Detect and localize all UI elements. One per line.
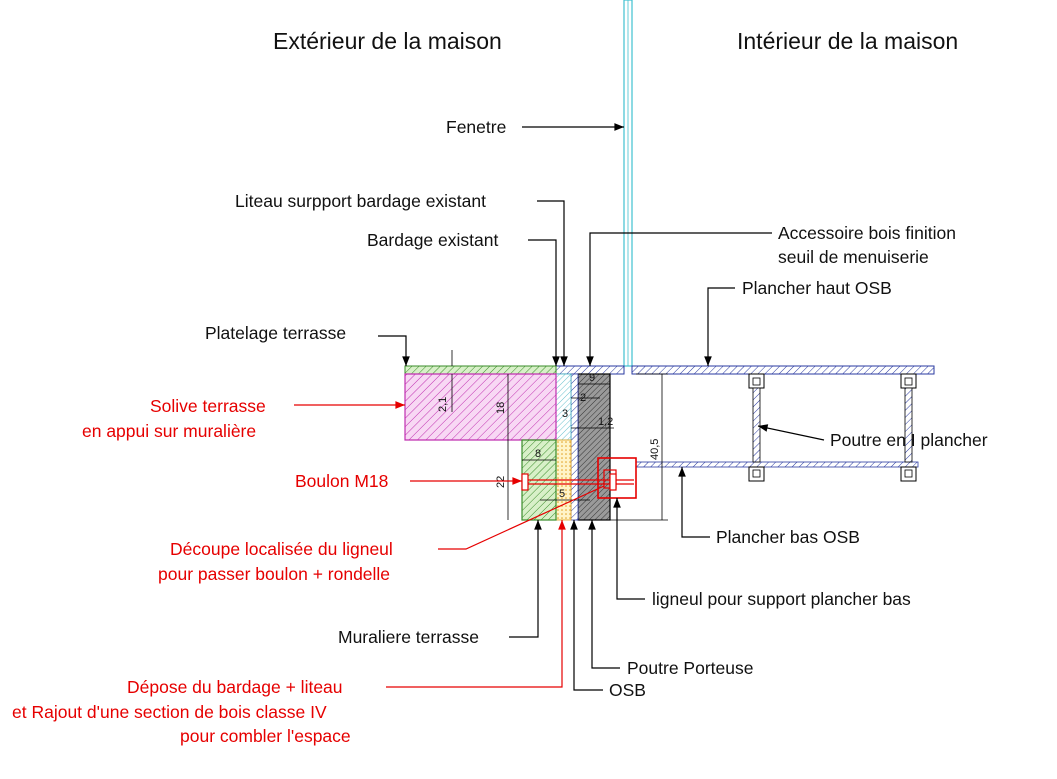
dim-3: 3: [562, 408, 568, 420]
label-decoupe-1: Découpe localisée du ligneul: [170, 539, 393, 559]
poutre-en-i-2: [900, 373, 917, 482]
dim-18: 18: [495, 402, 507, 414]
dim-2-1: 2,1: [437, 397, 449, 412]
label-ligneul: ligneul pour support plancher bas: [652, 589, 911, 609]
label-osb: OSB: [609, 680, 646, 700]
dim-40-5: 40,5: [649, 439, 661, 460]
label-decoupe-2: pour passer boulon + rondelle: [158, 564, 390, 584]
boulon-m18: [521, 473, 634, 491]
dim-9: 9: [589, 372, 595, 384]
plancher-haut-osb: [631, 365, 935, 375]
dim-1-2: 1,2: [598, 416, 613, 428]
platelage-terrasse: [404, 365, 557, 375]
label-plancher-haut: Plancher haut OSB: [742, 278, 892, 298]
dimension-lines: 2,1 18 22 8 5 9 2 3 1,2 40,5: [437, 350, 668, 521]
dim-22: 22: [495, 476, 507, 488]
label-solive-2: en appui sur muralière: [82, 421, 256, 441]
window-glass: [623, 0, 633, 367]
label-depose-3: pour combler l'espace: [180, 726, 351, 746]
dim-2: 2: [580, 392, 586, 404]
bardage-existant: [555, 373, 572, 441]
plancher-bas-osb: [635, 461, 919, 468]
header-exterior: Extérieur de la maison: [273, 28, 502, 54]
label-muraliere: Muraliere terrasse: [338, 627, 479, 647]
poutre-en-i-1: [748, 373, 765, 482]
label-platelage: Platelage terrasse: [205, 323, 346, 343]
header-interior: Intérieur de la maison: [737, 28, 958, 54]
label-poutre-porteuse: Poutre Porteuse: [627, 658, 753, 678]
label-plancher-bas: Plancher bas OSB: [716, 527, 860, 547]
label-solive-1: Solive terrasse: [150, 396, 266, 416]
solive-terrasse: [404, 373, 557, 441]
label-depose-1: Dépose du bardage + liteau: [127, 677, 343, 697]
label-fenetre: Fenetre: [446, 117, 506, 137]
label-boulon: Boulon M18: [295, 471, 388, 491]
label-accessoire-2: seuil de menuiserie: [778, 247, 929, 267]
label-poutre-i: Poutre en I plancher: [830, 430, 988, 450]
dim-8: 8: [535, 448, 541, 460]
label-liteau: Liteau surpport bardage existant: [235, 191, 486, 211]
label-bardage: Bardage existant: [367, 230, 498, 250]
dim-5: 5: [559, 488, 565, 500]
label-accessoire-1: Accessoire bois finition: [778, 223, 956, 243]
label-depose-2: et Rajout d'une section de bois classe I…: [12, 702, 327, 722]
